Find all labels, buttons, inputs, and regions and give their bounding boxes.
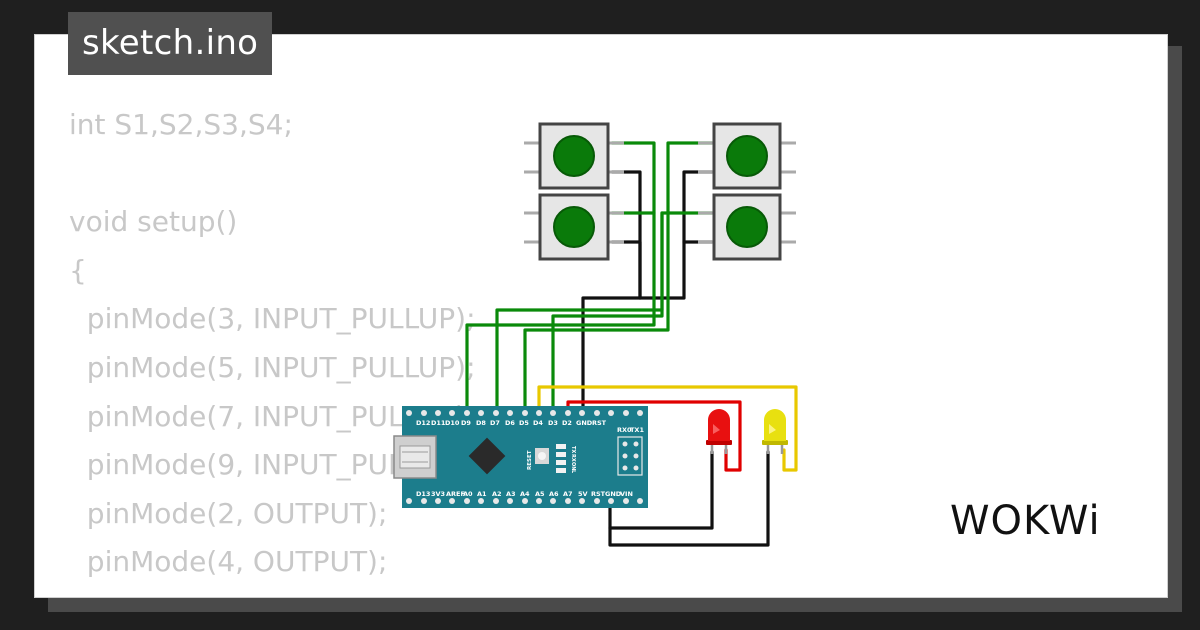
led-label: RX bbox=[570, 454, 576, 462]
pin-label: A3 bbox=[506, 490, 516, 498]
pin-label: A5 bbox=[535, 490, 545, 498]
onboard-leds bbox=[556, 444, 566, 473]
arduino-nano-board[interactable]: D12 D11 D10 D9 D8 D7 D6 D5 D4 D3 D2 GND … bbox=[393, 406, 648, 508]
microcontroller-chip bbox=[468, 437, 506, 475]
wire-d2-red bbox=[566, 400, 742, 472]
push-button-bottom-left[interactable] bbox=[524, 193, 624, 261]
code-line: pinMode(5, INPUT_PULLUP); bbox=[69, 350, 476, 384]
push-button-top-left[interactable] bbox=[524, 122, 624, 190]
pin-label: 5V bbox=[578, 490, 588, 498]
code-line: int S1,S2,S3,S4; bbox=[69, 108, 293, 141]
wire-gnd-led-red bbox=[608, 450, 714, 530]
wokwi-logo: WOKWi bbox=[950, 498, 1101, 544]
led-label: L bbox=[570, 470, 576, 474]
pin-label: D8 bbox=[476, 419, 486, 427]
pin-label: VIN bbox=[620, 490, 633, 498]
wire-gnd-left-bottom bbox=[610, 240, 642, 300]
top-pin-header bbox=[406, 410, 643, 416]
pin-label: D7 bbox=[490, 419, 500, 427]
pin-label: D9 bbox=[461, 419, 471, 427]
code-line: void setup() bbox=[69, 205, 238, 239]
pin-label: D12 bbox=[416, 419, 430, 427]
pin-label: RST bbox=[591, 490, 606, 498]
pin-label: D10 bbox=[445, 419, 460, 427]
pin-label: A7 bbox=[563, 490, 573, 498]
wire-d5 bbox=[523, 141, 714, 420]
pin-label: A6 bbox=[549, 490, 559, 498]
push-button-top-right[interactable] bbox=[698, 122, 796, 190]
pin-label: AREF bbox=[446, 490, 465, 498]
reset-button[interactable] bbox=[535, 448, 549, 464]
code-line: pinMode(3, INPUT_PULLUP); bbox=[69, 302, 476, 336]
usb-connector bbox=[393, 435, 437, 479]
code-line: } bbox=[69, 587, 476, 597]
wokwi-logo-text: WOKWi bbox=[950, 498, 1101, 544]
pin-label: RST bbox=[592, 419, 607, 427]
pin-label: 3V3 bbox=[431, 490, 445, 498]
pin-label: GND bbox=[605, 490, 622, 498]
wire-d9 bbox=[465, 141, 656, 420]
pin-label: D13 bbox=[416, 490, 430, 498]
pin-label: D3 bbox=[548, 419, 558, 427]
pin-label: A4 bbox=[520, 490, 530, 498]
pin-label: A1 bbox=[477, 490, 487, 498]
pin-label: D2 bbox=[562, 419, 572, 427]
code-line: pinMode(4, OUTPUT); bbox=[69, 545, 388, 579]
wire-d3 bbox=[551, 211, 714, 420]
pin-label: GND bbox=[576, 419, 593, 427]
red-led[interactable] bbox=[706, 409, 732, 454]
icsp-header bbox=[617, 436, 643, 476]
code-line: pinMode(2, OUTPUT); bbox=[69, 496, 388, 530]
code-line: { bbox=[69, 253, 87, 287]
pin-label: A0 bbox=[463, 490, 473, 498]
bottom-pin-header bbox=[406, 498, 643, 504]
pin-label: D4 bbox=[533, 419, 543, 427]
file-tab[interactable]: sketch.ino bbox=[68, 12, 273, 75]
pin-label: A2 bbox=[492, 490, 502, 498]
pin-label: D5 bbox=[519, 419, 529, 427]
led-label: TX bbox=[570, 446, 576, 453]
pin-label: D11 bbox=[431, 419, 446, 427]
pin-label: D6 bbox=[505, 419, 515, 427]
wire-d4-yellow bbox=[537, 385, 798, 472]
wire-gnd-right-top bbox=[638, 170, 714, 300]
pin-label: TX1 bbox=[630, 426, 644, 434]
led-label: ON bbox=[570, 462, 576, 470]
push-button-bottom-right[interactable] bbox=[698, 193, 796, 261]
pin-label: RX0 bbox=[617, 426, 632, 434]
yellow-led[interactable] bbox=[762, 409, 788, 454]
wire-gnd-led-yellow bbox=[608, 450, 770, 547]
reset-label: RESET bbox=[527, 450, 533, 470]
